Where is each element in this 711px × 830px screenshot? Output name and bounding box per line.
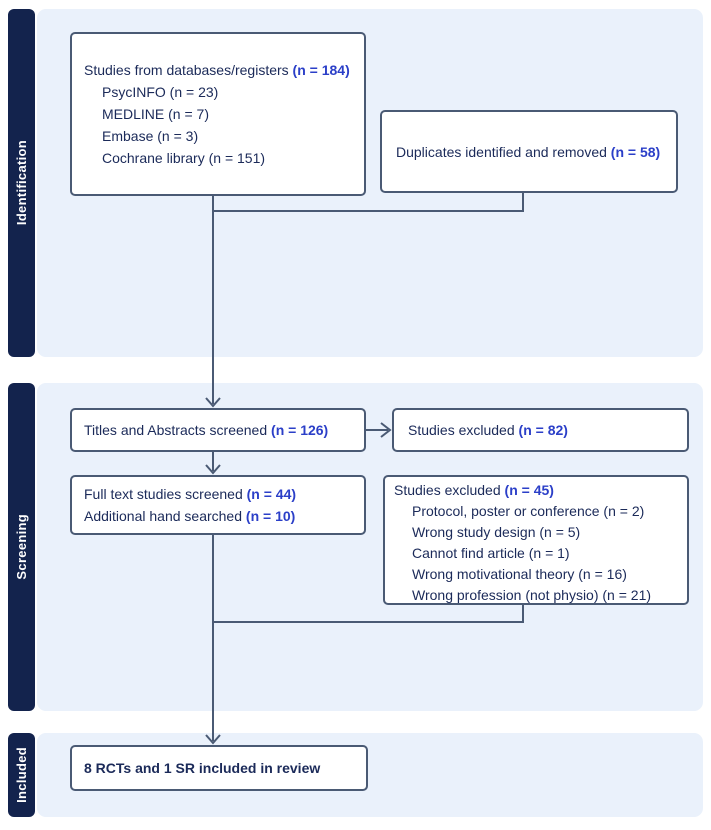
duplicates-count: (n = 58)	[610, 143, 661, 160]
box-excluded-titles: Studies excluded (n = 82)	[392, 408, 689, 452]
full-text-count: (n = 44)	[246, 486, 297, 502]
databases-item: PsycINFO (n = 23)	[102, 84, 219, 100]
exclusion-reason: Wrong study design (n = 5)	[412, 524, 581, 540]
exclusion-reason: Wrong motivational theory (n = 16)	[412, 566, 627, 582]
duplicates-line: Duplicates identified and removed (n = 5…	[396, 141, 670, 163]
titles-screened-title: Titles and Abstracts screened	[84, 422, 268, 438]
titles-screened-count: (n = 126)	[271, 422, 329, 438]
connector-duplicates-junction	[213, 193, 524, 212]
databases-count: (n = 184)	[292, 62, 350, 78]
box-full-text: Full text studies screened (n = 44) Addi…	[70, 475, 366, 535]
box-titles-screened: Titles and Abstracts screened (n = 126)	[70, 408, 366, 452]
hand-searched-title: Additional hand searched	[84, 508, 243, 524]
box-included-result: 8 RCTs and 1 SR included in review	[70, 745, 368, 791]
full-text-line: Full text studies screened (n = 44)	[84, 483, 358, 505]
excluded-full-text-title: Studies excluded	[394, 482, 501, 498]
screening-sidebar: Screening	[8, 383, 35, 711]
box-databases: Studies from databases/registers (n = 18…	[70, 32, 366, 196]
databases-item: MEDLINE (n = 7)	[102, 106, 209, 122]
arrowhead-down-titles	[205, 397, 221, 408]
exclusion-reason: Wrong profession (not physio) (n = 21)	[412, 587, 652, 603]
arrowhead-down-fulltext	[205, 464, 221, 475]
included-result-text: 8 RCTs and 1 SR included in review	[84, 760, 321, 776]
exclusion-reason: Protocol, poster or conference (n = 2)	[412, 503, 645, 519]
excluded-titles-title: Studies excluded	[408, 422, 515, 438]
excluded-full-text-count: (n = 45)	[504, 482, 554, 498]
full-text-title: Full text studies screened	[84, 486, 243, 502]
databases-title: Studies from databases/registers	[84, 62, 289, 78]
exclusion-reason: Cannot find article (n = 1)	[412, 545, 570, 561]
excluded-titles-line: Studies excluded (n = 82)	[408, 419, 681, 441]
box-duplicates: Duplicates identified and removed (n = 5…	[380, 110, 678, 193]
duplicates-title: Duplicates identified and removed	[396, 143, 607, 160]
connector-excluded45-junction	[213, 605, 524, 623]
arrowhead-right-excluded	[380, 422, 392, 438]
included-sidebar: Included	[8, 733, 35, 817]
hand-searched-line: Additional hand searched (n = 10)	[84, 505, 358, 527]
databases-item: Embase (n = 3)	[102, 128, 199, 144]
arrowhead-down-included	[205, 734, 221, 745]
box-excluded-full-text: Studies excluded (n = 45) Protocol, post…	[383, 475, 689, 605]
excluded-titles-count: (n = 82)	[518, 422, 568, 438]
databases-item: Cochrane library (n = 151)	[102, 150, 266, 166]
titles-screened-line: Titles and Abstracts screened (n = 126)	[84, 419, 358, 441]
excluded-full-text-title-line: Studies excluded (n = 45)	[394, 480, 681, 501]
databases-title-line: Studies from databases/registers (n = 18…	[84, 59, 358, 81]
identification-sidebar: Identification	[8, 9, 35, 357]
hand-searched-count: (n = 10)	[245, 508, 296, 524]
